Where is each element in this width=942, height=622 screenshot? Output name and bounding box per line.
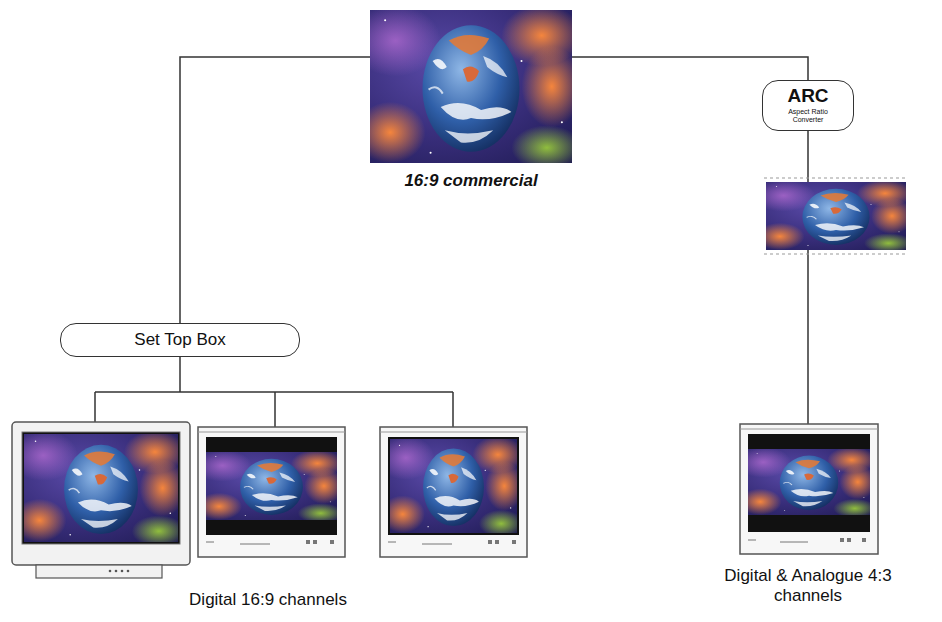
connector (180, 57, 370, 323)
image-caption: 16:9 commercial (370, 171, 572, 191)
widescreen-tv (9, 422, 190, 578)
box-title: ARC (769, 86, 847, 107)
channel-caption: Digital 16:9 channels (118, 590, 418, 610)
set-top-box: Set Top Box (60, 323, 300, 357)
fullscreen-tv (377, 427, 527, 557)
standard-tv (736, 424, 878, 554)
converted-image (752, 178, 913, 254)
box-label: Set Top Box (77, 330, 283, 350)
earth-image (370, 10, 572, 163)
connector-line (572, 57, 808, 80)
commercial-image: 16:9 commercial (370, 10, 572, 191)
connector-line (180, 57, 370, 323)
converter-box: ARCAspect Ratio Converter (762, 80, 854, 131)
letterbox-tv (193, 427, 345, 557)
box-subtitle: Aspect Ratio Converter (778, 108, 838, 124)
connector (572, 57, 808, 80)
channel-caption: Digital & Analogue 4:3 channels (708, 566, 908, 607)
